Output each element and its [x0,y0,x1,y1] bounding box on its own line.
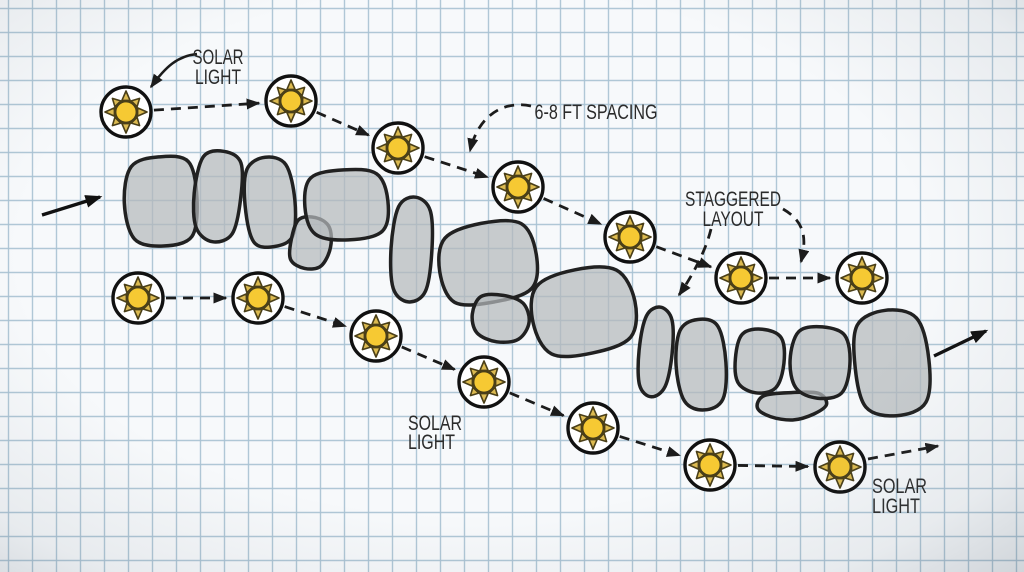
path-connector-dashed [153,98,261,112]
label-spacing: 6-8 FT SPACING [535,101,658,124]
stepping-stone [788,324,852,401]
solar-light-icon [371,121,425,175]
light-path-connectors [153,98,940,472]
path-connector-dashed [509,391,565,417]
sun-core [728,265,754,291]
label-solar-light-right-line: SOLAR [872,475,927,498]
solar-light-icon [603,210,657,264]
sun-core [849,265,875,291]
solar-light-icon [714,251,768,305]
stepping-stone [191,149,245,244]
solar-light-icon [111,271,165,325]
solar-light-icon [566,401,620,455]
path-connector-dashed [737,460,810,472]
solar-light-icon [491,160,545,214]
solar-light-icon [99,85,153,139]
label-solar-light-top-line: SOLAR [193,46,244,69]
sun-core [505,174,531,200]
sun-core [363,323,389,349]
exit-arrow [933,329,989,358]
path-connector-dashed [401,345,456,371]
arrow-staggered-right [782,207,810,264]
path-connector-dashed [424,155,489,179]
path-connector-dashed [316,110,371,137]
sun-core [827,454,853,480]
stepping-stone [437,218,540,307]
exit-dashed [867,442,940,461]
solar-light-icon [835,251,889,305]
stepping-stone [636,305,675,399]
label-solar-light-bottom-line: SOLAR [408,412,462,435]
label-solar-light-top-line: LIGHT [195,66,241,89]
label-spacing-line: 6-8 FT SPACING [535,101,658,124]
stepping-stone [733,327,787,395]
path-connector-dashed [542,197,603,226]
stepping-stone [529,265,639,359]
solar-light-icon [683,438,737,492]
sun-core [113,99,139,125]
entry-arrow [41,195,103,217]
arrow-staggered-left [677,228,713,297]
solar-lights [99,74,889,494]
sun-core [471,369,497,395]
stepping-stone [388,195,435,304]
sun-core [697,452,723,478]
stepping-stones [122,149,932,422]
solar-light-icon [231,271,285,325]
path-connector-dashed [284,305,347,328]
solar-light-icon [457,355,511,409]
stepping-stone [852,308,932,418]
solar-light-icon [264,74,318,128]
arrow-spacing [467,103,532,153]
sun-core [385,135,411,161]
stepping-stone [302,167,391,242]
stepping-stone [242,155,298,250]
sun-core [125,285,151,311]
label-solar-light-bottom-line: LIGHT [408,431,455,454]
path-connector-dashed [655,245,713,269]
sun-core [245,285,271,311]
path-connector-dashed [619,435,681,457]
label-staggered-layout-line: STAGGERED [685,188,781,211]
solar-light-icon [813,440,867,494]
stepping-stone [674,317,729,412]
sun-core [278,88,304,114]
sun-core [617,224,643,250]
callout-arrows [149,52,810,297]
label-staggered-layout-line: LAYOUT [703,208,764,231]
stepping-stone [470,292,531,345]
path-direction-arrows [41,195,989,358]
stepping-stone [122,154,199,248]
label-solar-light-right-line: LIGHT [872,495,920,518]
solar-light-icon [349,309,403,363]
sun-core [580,415,606,441]
arrow-solar-light-top [149,52,198,89]
